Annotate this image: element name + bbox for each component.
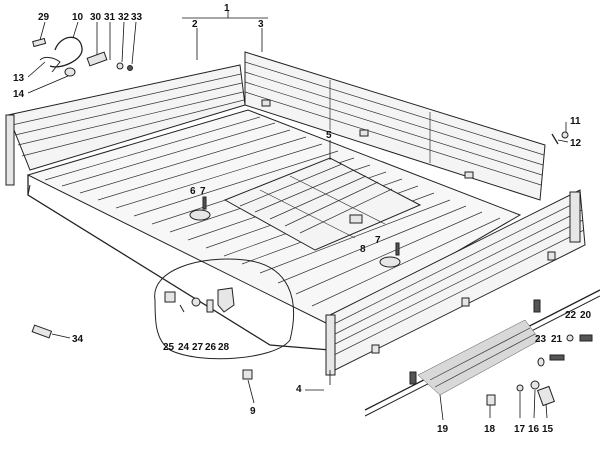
callout-12: 12 bbox=[570, 138, 582, 149]
floor-latch-8-7 bbox=[379, 242, 401, 268]
callout-9: 9 bbox=[250, 406, 256, 417]
callout-18: 18 bbox=[484, 424, 496, 435]
hardware-right bbox=[551, 131, 569, 145]
side-wall-right-drop bbox=[325, 189, 586, 376]
callout-20: 20 bbox=[580, 310, 592, 321]
callout-1: 1 bbox=[224, 3, 230, 14]
callout-26: 26 bbox=[205, 342, 217, 353]
block-part-25 bbox=[164, 291, 176, 303]
callout-19: 19 bbox=[437, 424, 449, 435]
callout-15: 15 bbox=[542, 424, 554, 435]
callout-32: 32 bbox=[118, 12, 130, 23]
callout-23: 23 bbox=[535, 334, 547, 345]
callout-16: 16 bbox=[528, 424, 540, 435]
callout-11: 11 bbox=[570, 116, 581, 127]
detail-inset bbox=[154, 258, 295, 360]
callout-29: 29 bbox=[38, 12, 50, 23]
callout-4: 4 bbox=[296, 384, 302, 395]
callout-6: 6 bbox=[190, 186, 196, 197]
under-rail-assembly bbox=[364, 289, 600, 417]
callout-5: 5 bbox=[326, 130, 332, 141]
leader-lines bbox=[27, 10, 569, 421]
callout-24: 24 bbox=[178, 342, 190, 353]
callout-14: 14 bbox=[13, 89, 25, 100]
callout-8: 8 bbox=[360, 244, 366, 255]
callout-27: 27 bbox=[192, 342, 204, 353]
floor-latch-6-7 bbox=[189, 196, 211, 221]
callout-10: 10 bbox=[72, 12, 84, 23]
callout-22: 22 bbox=[565, 310, 577, 321]
callout-3: 3 bbox=[258, 19, 264, 30]
callout-31: 31 bbox=[104, 12, 116, 23]
callout-30: 30 bbox=[90, 12, 102, 23]
callout-13: 13 bbox=[13, 73, 25, 84]
callout-7a: 7 bbox=[200, 186, 206, 197]
small-parts-bottom bbox=[31, 324, 593, 407]
callout-2: 2 bbox=[192, 19, 198, 30]
headboard-front bbox=[244, 51, 546, 201]
callout-33: 33 bbox=[131, 12, 143, 23]
callout-28: 28 bbox=[218, 342, 230, 353]
callout-25: 25 bbox=[163, 342, 175, 353]
callout-17: 17 bbox=[514, 424, 526, 435]
callout-labels: 1 2 3 29 10 30 31 32 33 13 14 11 12 5 6 … bbox=[13, 3, 592, 435]
hook-hardware-topleft bbox=[32, 36, 133, 77]
callout-21: 21 bbox=[551, 334, 563, 345]
callout-34: 34 bbox=[72, 334, 84, 345]
floor-center-panel bbox=[223, 157, 422, 251]
callout-7b: 7 bbox=[375, 235, 381, 246]
